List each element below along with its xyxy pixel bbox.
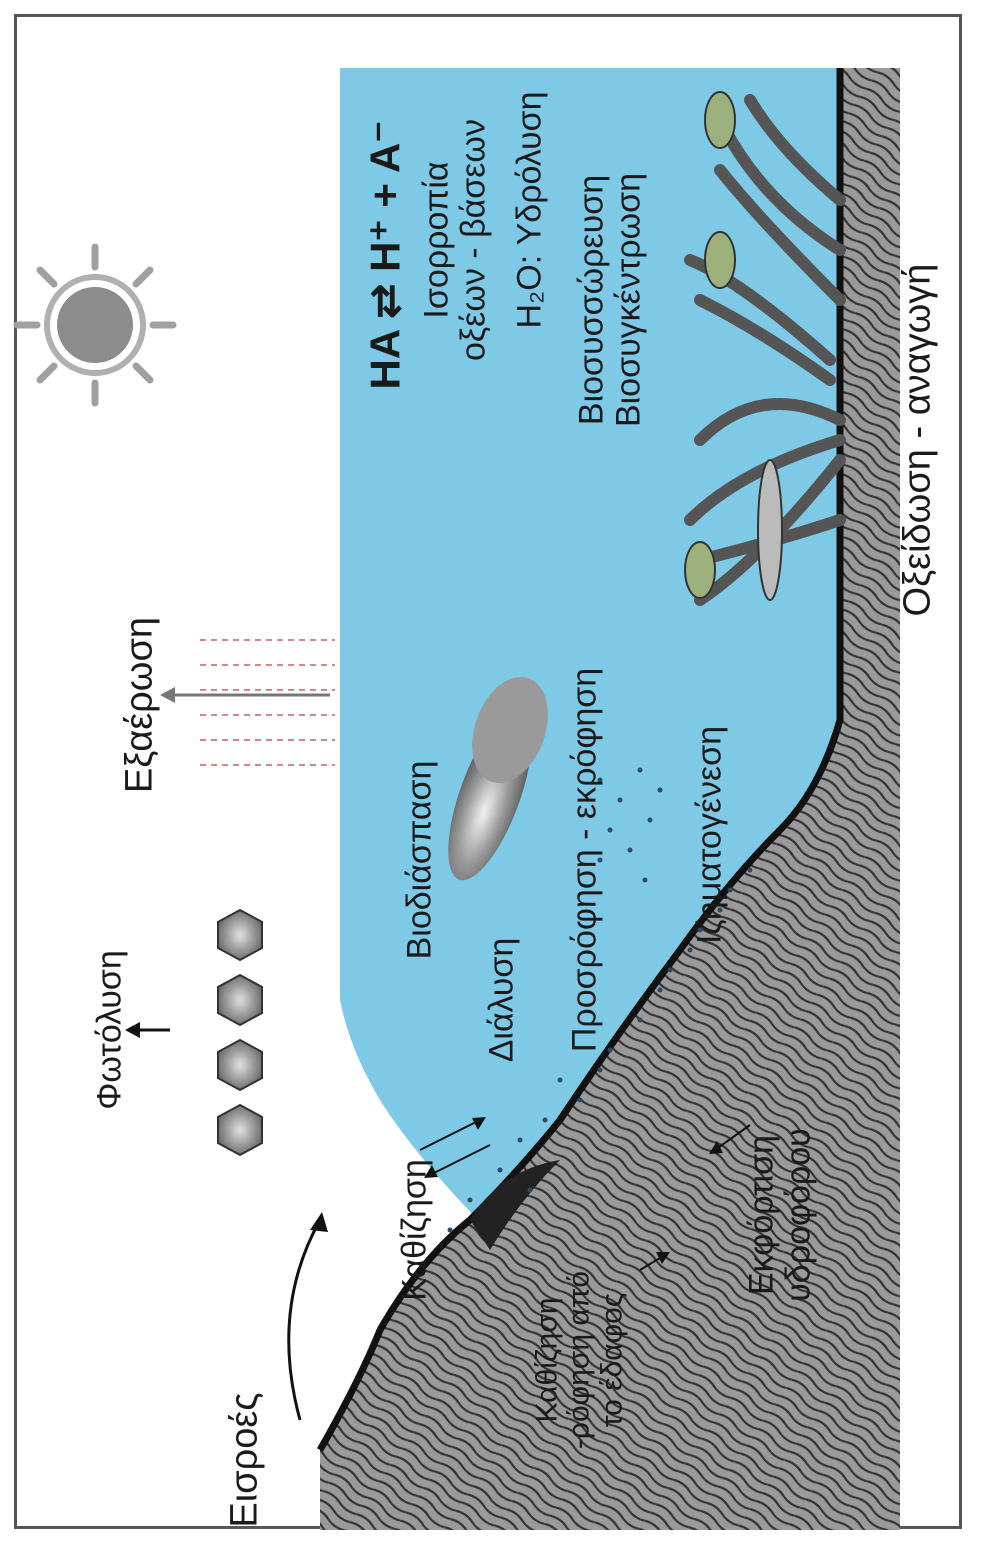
label-redox: Οξείδωση - αναγωγή [897,264,938,617]
label-hydrolysis: H₂O: Υδρόλυση [512,92,549,329]
label-inflows: Εισροές [224,1392,265,1527]
label-settling: Καθίζηση [397,1159,434,1301]
label-acid-base-formula: HA ⇄ H⁺ + A⁻ [362,121,407,390]
molecule-icon [218,910,262,1155]
inflow-arrow [289,1220,320,1420]
label-groundwater: Εκφόρτιση υδροφόρου [743,1128,816,1302]
water-surface [329,68,340,1380]
label-sorption: Προσρόφηση - εκρόφηση [567,668,604,1052]
label-biodegradation: Βιοδιάσπαση [402,761,439,960]
label-dissolution: Διάλυση [484,938,521,1063]
label-acid-base: Ισορροπία οξέων - βάσεων [418,119,491,361]
label-bioaccumulation: Βιοσυσσώρευση Βιοσυγκέντρωση [573,173,646,427]
label-evaporation: Εξαέρωση [119,617,160,793]
label-photolysis: Φωτόλυση [92,950,129,1110]
label-soil-runoff: Καθίζηση -ρόφηση από το έδαφος [531,1271,628,1449]
sun-icon [17,247,173,403]
evaporation-lines [200,640,335,765]
label-sedimentation: Ιζηματογένεση [692,726,729,944]
